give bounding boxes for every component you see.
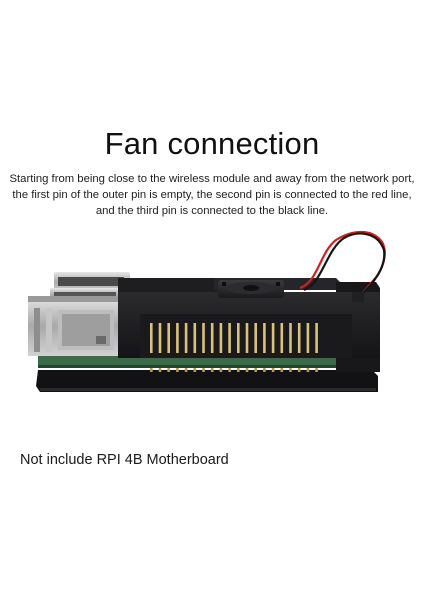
gpio-pin-base bbox=[228, 368, 231, 372]
gpio-pin-base bbox=[176, 368, 179, 372]
gpio-pin bbox=[237, 323, 240, 353]
gpio-pin-base bbox=[193, 368, 197, 372]
gpio-pin-base bbox=[237, 368, 240, 372]
gpio-pin-base bbox=[289, 368, 292, 372]
gpio-pin-base bbox=[263, 368, 266, 372]
gpio-pin bbox=[297, 323, 301, 353]
gpio-pin bbox=[176, 323, 179, 353]
gpio-pin bbox=[210, 323, 214, 353]
gpio-pin bbox=[158, 323, 162, 353]
gpio-pin bbox=[289, 323, 292, 353]
ethernet-port bbox=[28, 296, 120, 356]
gpio-pin-base bbox=[245, 368, 249, 372]
gpio-pin bbox=[271, 323, 275, 353]
gpio-pins bbox=[150, 323, 318, 353]
gpio-pin bbox=[184, 323, 188, 353]
gpio-pin bbox=[228, 323, 231, 353]
gpio-pin bbox=[245, 323, 249, 353]
gpio-pin bbox=[193, 323, 197, 353]
gpio-lower-row bbox=[150, 368, 318, 372]
gpio-pin-base bbox=[254, 368, 257, 372]
gpio-pin bbox=[219, 323, 223, 353]
gpio-pin bbox=[306, 323, 310, 353]
gpio-pin bbox=[263, 323, 266, 353]
gpio-pin-base bbox=[210, 368, 214, 372]
gpio-pin bbox=[254, 323, 257, 353]
description-text: Starting from being close to the wireles… bbox=[9, 173, 415, 217]
gpio-pin-base bbox=[184, 368, 188, 372]
gpio-pin-base bbox=[306, 368, 310, 372]
cooling-fan bbox=[218, 280, 284, 298]
gpio-pin-base bbox=[150, 368, 153, 372]
circuit-board bbox=[38, 356, 378, 368]
gpio-pin-base bbox=[315, 368, 318, 372]
gpio-pin-base bbox=[271, 368, 275, 372]
product-photo bbox=[28, 230, 386, 392]
gpio-pin-base bbox=[219, 368, 223, 372]
note-text: Not include RPI 4B Motherboard bbox=[20, 452, 229, 468]
page-title: Fan connection bbox=[104, 126, 320, 161]
gpio-pin bbox=[315, 323, 318, 353]
gpio-pin-base bbox=[280, 368, 284, 372]
gpio-pin-base bbox=[167, 368, 170, 372]
gpio-pin bbox=[202, 323, 205, 353]
gpio-pin-base bbox=[202, 368, 205, 372]
gpio-pin bbox=[280, 323, 284, 353]
gpio-pin bbox=[167, 323, 170, 353]
fan-wires bbox=[299, 230, 386, 302]
gpio-pin-base bbox=[158, 368, 162, 372]
case-bottom-plate bbox=[36, 370, 378, 392]
gpio-pin-base bbox=[297, 368, 301, 372]
gpio-pin bbox=[150, 323, 153, 353]
